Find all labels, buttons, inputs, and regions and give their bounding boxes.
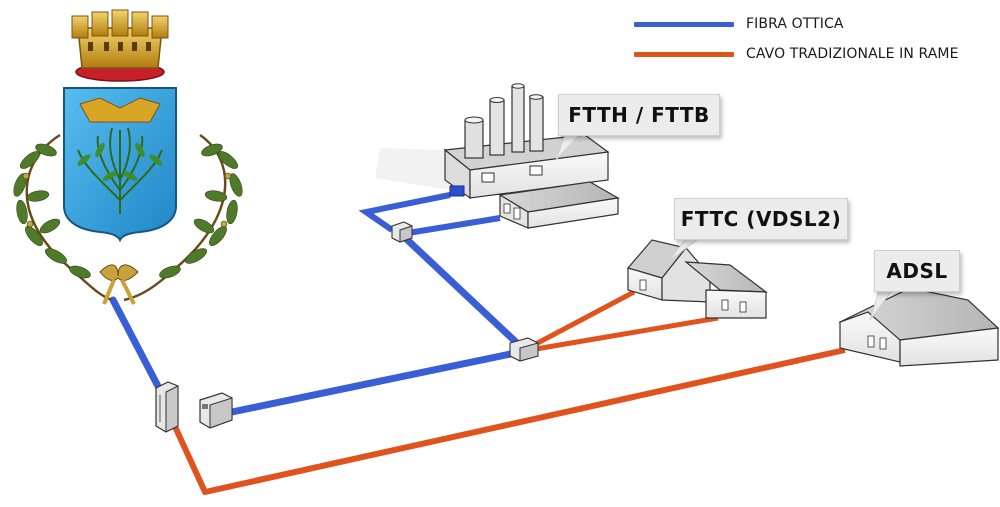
copper-cable-fttc-right [529,315,719,353]
crown-icon [71,9,169,82]
legend-swatch-fiber [634,22,734,27]
fiber-cable-to-house [407,215,501,236]
legend-label-copper: CAVO TRADIZIONALE IN RAME [746,46,959,62]
fiber-cables [109,192,521,416]
fiber-cable-cabinet-to-junction [397,230,521,347]
legend-label-fiber: FIBRA OTTICA [746,16,844,32]
street-cabinet-main-icon [199,392,233,429]
plant-icon [77,127,163,214]
laurel-wreath-icon [13,133,243,302]
legend-item-fiber: FIBRA OTTICA [634,14,1000,34]
shield-icon [63,87,177,243]
house-fttc-icon [626,239,768,319]
callout-adsl: ADSL [874,250,960,292]
street-cabinet-small-icon [391,221,413,243]
legend: FIBRA OTTICA CAVO TRADIZIONALE IN RAME [634,14,1000,74]
callout-fttc: FTTC (VDSL2) [674,198,848,240]
copper-cable-fttc-left [530,289,636,349]
coat-of-arms-emblem [13,9,243,305]
copper-cable-to-adsl [169,347,846,495]
legend-item-copper: CAVO TRADIZIONALE IN RAME [634,44,1000,64]
fiber-cable-main [109,296,164,394]
factory-building-icon [375,83,610,200]
street-cabinet-junction-icon [509,337,539,362]
house-adsl-icon [838,287,1000,367]
telephone-exchange-icon [155,381,179,433]
ribbon-bow-icon [99,264,139,305]
fiber-cable-to-factory [358,192,451,233]
copper-cables [169,289,846,495]
legend-swatch-copper [634,52,734,57]
house-ftth-icon [498,181,620,229]
fiber-cable-exchange-to-cabinet [231,348,521,416]
callout-ftth: FTTH / FTTB [558,94,720,136]
